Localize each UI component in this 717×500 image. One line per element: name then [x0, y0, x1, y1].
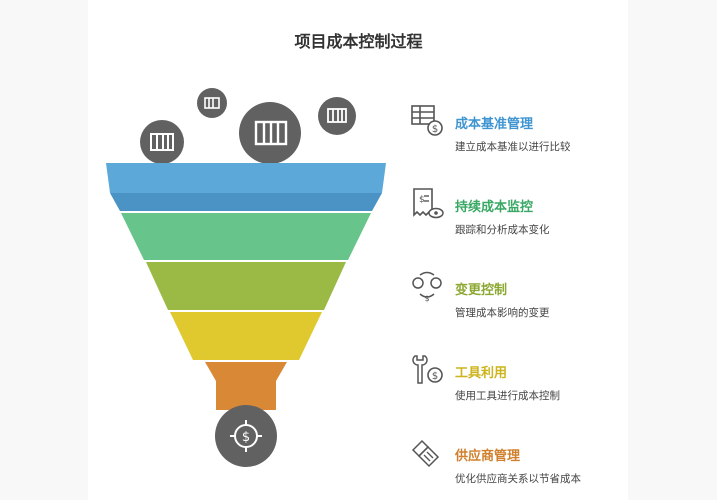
handshake-icon [411, 439, 440, 468]
exchange-people-icon: $ [412, 271, 442, 303]
money-circle-tiny [197, 88, 227, 118]
step-5-title: 供应商管理 [455, 449, 521, 464]
money-circle-small-left [140, 120, 184, 164]
money-circle-small-right [318, 97, 356, 135]
wrench-dollar-icon: $ [412, 355, 443, 384]
step-5-desc: 优化供应商关系以节省成本 [455, 473, 581, 485]
step-1-desc: 建立成本基准以进行比较 [455, 141, 571, 153]
step-3-title: 变更控制 [455, 283, 508, 298]
step-2-title: 持续成本监控 [455, 200, 534, 215]
page-title: 项目成本控制过程 [294, 32, 423, 51]
funnel-layer-3 [146, 262, 346, 310]
step-2-desc: 跟踪和分析成本变化 [455, 224, 550, 236]
spreadsheet-dollar-icon: $ [411, 105, 443, 136]
receipt-eye-icon: $ [413, 188, 444, 219]
money-circle-large [239, 102, 301, 164]
step-4-title: 工具利用 [455, 366, 508, 381]
funnel-layer-5 [205, 362, 287, 410]
svg-text:$: $ [424, 294, 429, 303]
funnel-layer-4 [170, 312, 322, 360]
step-4-desc: 使用工具进行成本控制 [455, 390, 560, 402]
dollar-target-icon: $ [215, 405, 277, 467]
svg-text:$: $ [432, 371, 438, 382]
step-1-title: 成本基准管理 [455, 117, 534, 132]
svg-text:$: $ [432, 124, 438, 135]
svg-text:$: $ [242, 430, 250, 445]
svg-text:$: $ [419, 195, 425, 205]
funnel-layer-2 [121, 213, 371, 260]
step-3-desc: 管理成本影响的变更 [455, 307, 550, 319]
funnel-layer-1 [106, 163, 386, 211]
